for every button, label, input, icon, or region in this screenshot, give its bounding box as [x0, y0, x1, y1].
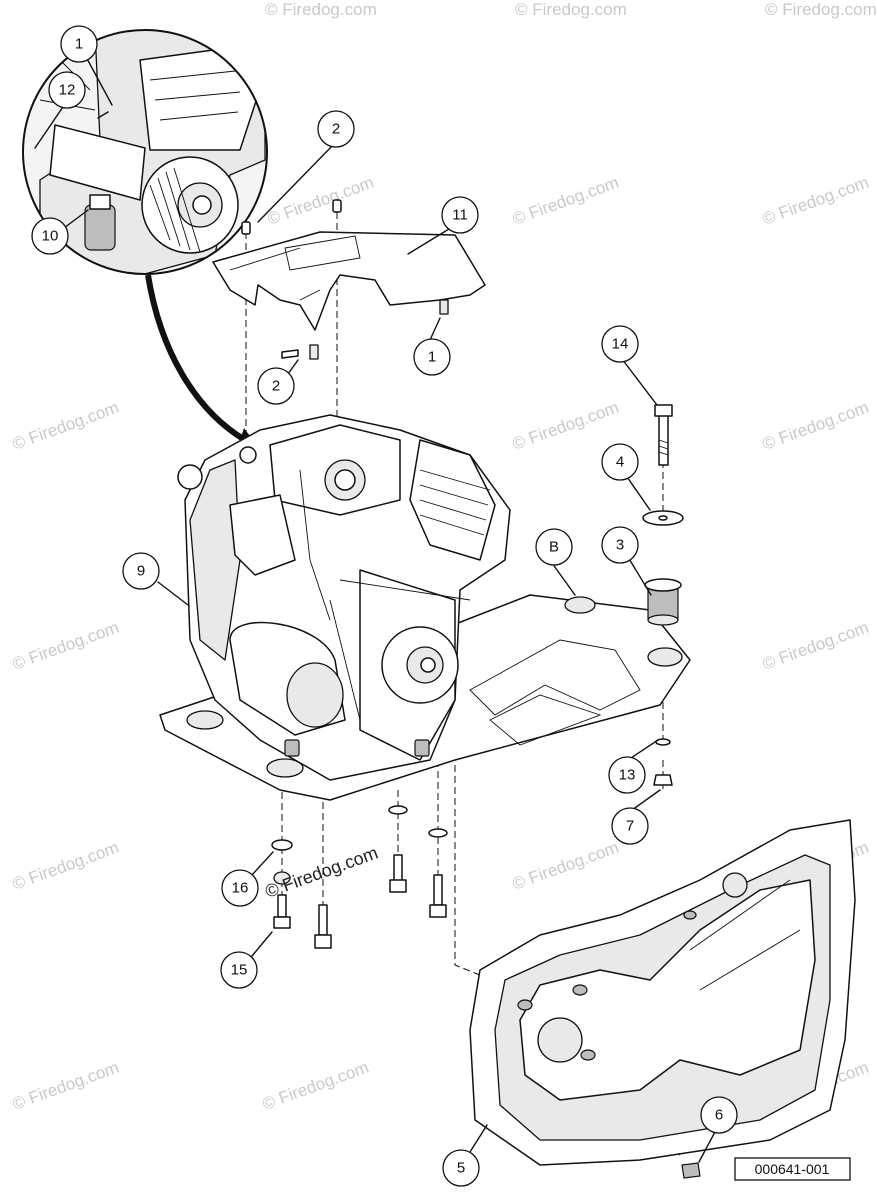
engine-shroud: [212, 231, 486, 360]
callout-13: 13: [608, 756, 646, 794]
svg-text:B: B: [549, 539, 559, 556]
callout-3: 3: [601, 526, 639, 564]
callout-16: 16: [221, 869, 259, 907]
callout-labels: 1 12 10 2 11 1 2 14 4 3 9 B 13 7 16 15 6…: [31, 25, 738, 1187]
watermark: © Firedog.com: [510, 838, 621, 894]
callout-2: 2: [317, 110, 355, 148]
watermark: © Firedog.com: [510, 173, 621, 229]
callout-B: B: [535, 528, 573, 566]
reference-code: 000641-001: [755, 1161, 830, 1177]
watermark: © Firedog.com: [10, 398, 121, 454]
callout-1: 1: [413, 338, 451, 376]
svg-text:1: 1: [75, 36, 83, 53]
svg-text:11: 11: [452, 207, 468, 224]
watermark: © Firedog.com: [760, 173, 871, 229]
svg-text:13: 13: [619, 767, 636, 784]
callout-14: 14: [601, 325, 639, 363]
callout-10: 10: [31, 217, 69, 255]
callout-12: 12: [48, 71, 86, 109]
watermark: © Firedog.com: [510, 398, 621, 454]
watermark: © Firedog.com: [10, 618, 121, 674]
callout-2: 2: [257, 367, 295, 405]
engine: [177, 414, 511, 781]
svg-text:14: 14: [612, 336, 629, 353]
watermark: © Firedog.com: [10, 1058, 121, 1114]
svg-text:9: 9: [137, 563, 145, 580]
belt-housing: [469, 819, 856, 1166]
svg-text:4: 4: [616, 454, 624, 471]
svg-text:1: 1: [428, 349, 436, 366]
reference-code-box: 000641-001: [734, 1157, 851, 1181]
callout-5: 5: [442, 1149, 480, 1187]
svg-text:2: 2: [332, 121, 340, 138]
svg-text:10: 10: [42, 228, 59, 245]
callout-1: 1: [60, 25, 98, 63]
watermark: © Firedog.com: [515, 0, 627, 19]
callout-4: 4: [601, 443, 639, 481]
watermark: © Firedog.com: [760, 618, 871, 674]
mount-hardware-stack: [642, 404, 684, 786]
detail-arrow: [145, 274, 258, 452]
watermark: © Firedog.com: [265, 173, 376, 229]
callout-15: 15: [220, 951, 258, 989]
callout-9: 9: [122, 552, 160, 590]
callout-11: 11: [441, 196, 479, 234]
watermark: © Firedog.com: [10, 838, 121, 894]
svg-text:15: 15: [231, 962, 248, 979]
leader-lines: [34, 54, 717, 1163]
svg-text:3: 3: [616, 537, 624, 554]
svg-text:6: 6: [715, 1107, 723, 1124]
callout-7: 7: [611, 807, 649, 845]
belt-housing-screw: [681, 1162, 701, 1179]
watermark: © Firedog.com: [760, 398, 871, 454]
svg-text:5: 5: [457, 1160, 465, 1177]
svg-text:7: 7: [626, 818, 634, 835]
watermark: © Firedog.com: [260, 1058, 371, 1114]
watermark: © Firedog.com: [765, 0, 877, 19]
base-bolts: [271, 805, 448, 949]
svg-text:2: 2: [272, 378, 280, 395]
svg-text:16: 16: [232, 880, 249, 897]
watermark: © Firedog.com: [265, 0, 377, 19]
shroud-screws: [241, 199, 342, 359]
callout-6: 6: [700, 1096, 738, 1134]
svg-text:12: 12: [59, 82, 76, 99]
